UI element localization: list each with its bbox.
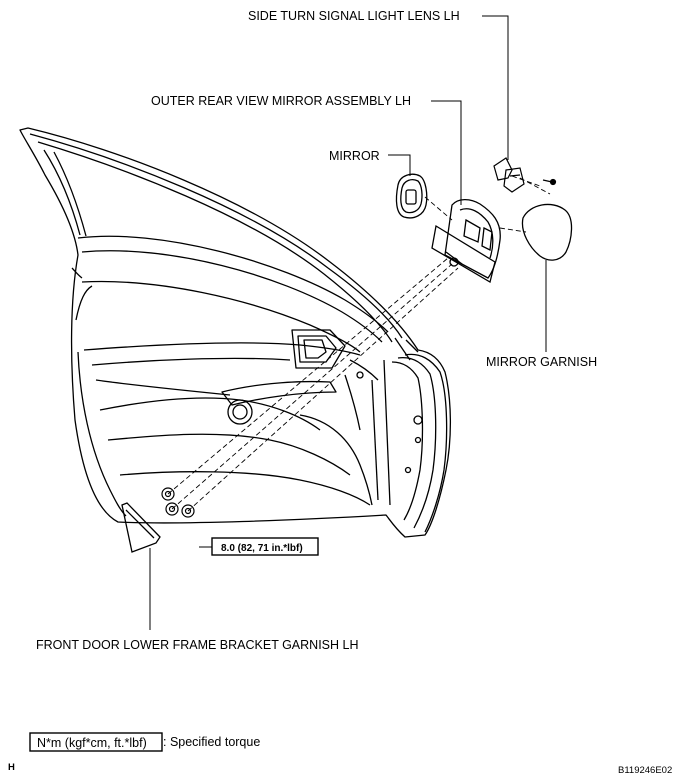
- outer-mirror-assembly: [431, 198, 501, 283]
- mirror-glass: [395, 173, 428, 219]
- torque-box: [211, 537, 319, 556]
- leader-lines: [149, 15, 547, 630]
- figure-id: B119246E02: [618, 765, 672, 776]
- lower-frame-bracket-garnish: [121, 502, 161, 553]
- mounting-nuts: [161, 487, 195, 518]
- legend-unit-box: [29, 732, 163, 752]
- label-outer-mirror-assembly: OUTER REAR VIEW MIRROR ASSEMBLY LH: [151, 94, 411, 108]
- front-door-panel: [19, 127, 452, 538]
- corner-letter: H: [8, 762, 15, 773]
- label-side-turn-signal: SIDE TURN SIGNAL LIGHT LENS LH: [248, 9, 460, 23]
- legend-description: : Specified torque: [163, 735, 260, 749]
- side-turn-signal-lens: [493, 157, 557, 193]
- label-mirror-garnish: MIRROR GARNISH: [486, 355, 597, 369]
- mirror-garnish: [521, 203, 573, 261]
- legend-unit-text: N*m (kgf*cm, ft.*lbf): [37, 736, 147, 750]
- label-mirror: MIRROR: [329, 149, 380, 163]
- alignment-dashed-lines: [167, 175, 551, 512]
- torque-value: 8.0 (82, 71 in.*lbf): [221, 543, 303, 554]
- label-front-door-garnish: FRONT DOOR LOWER FRAME BRACKET GARNISH L…: [36, 638, 359, 652]
